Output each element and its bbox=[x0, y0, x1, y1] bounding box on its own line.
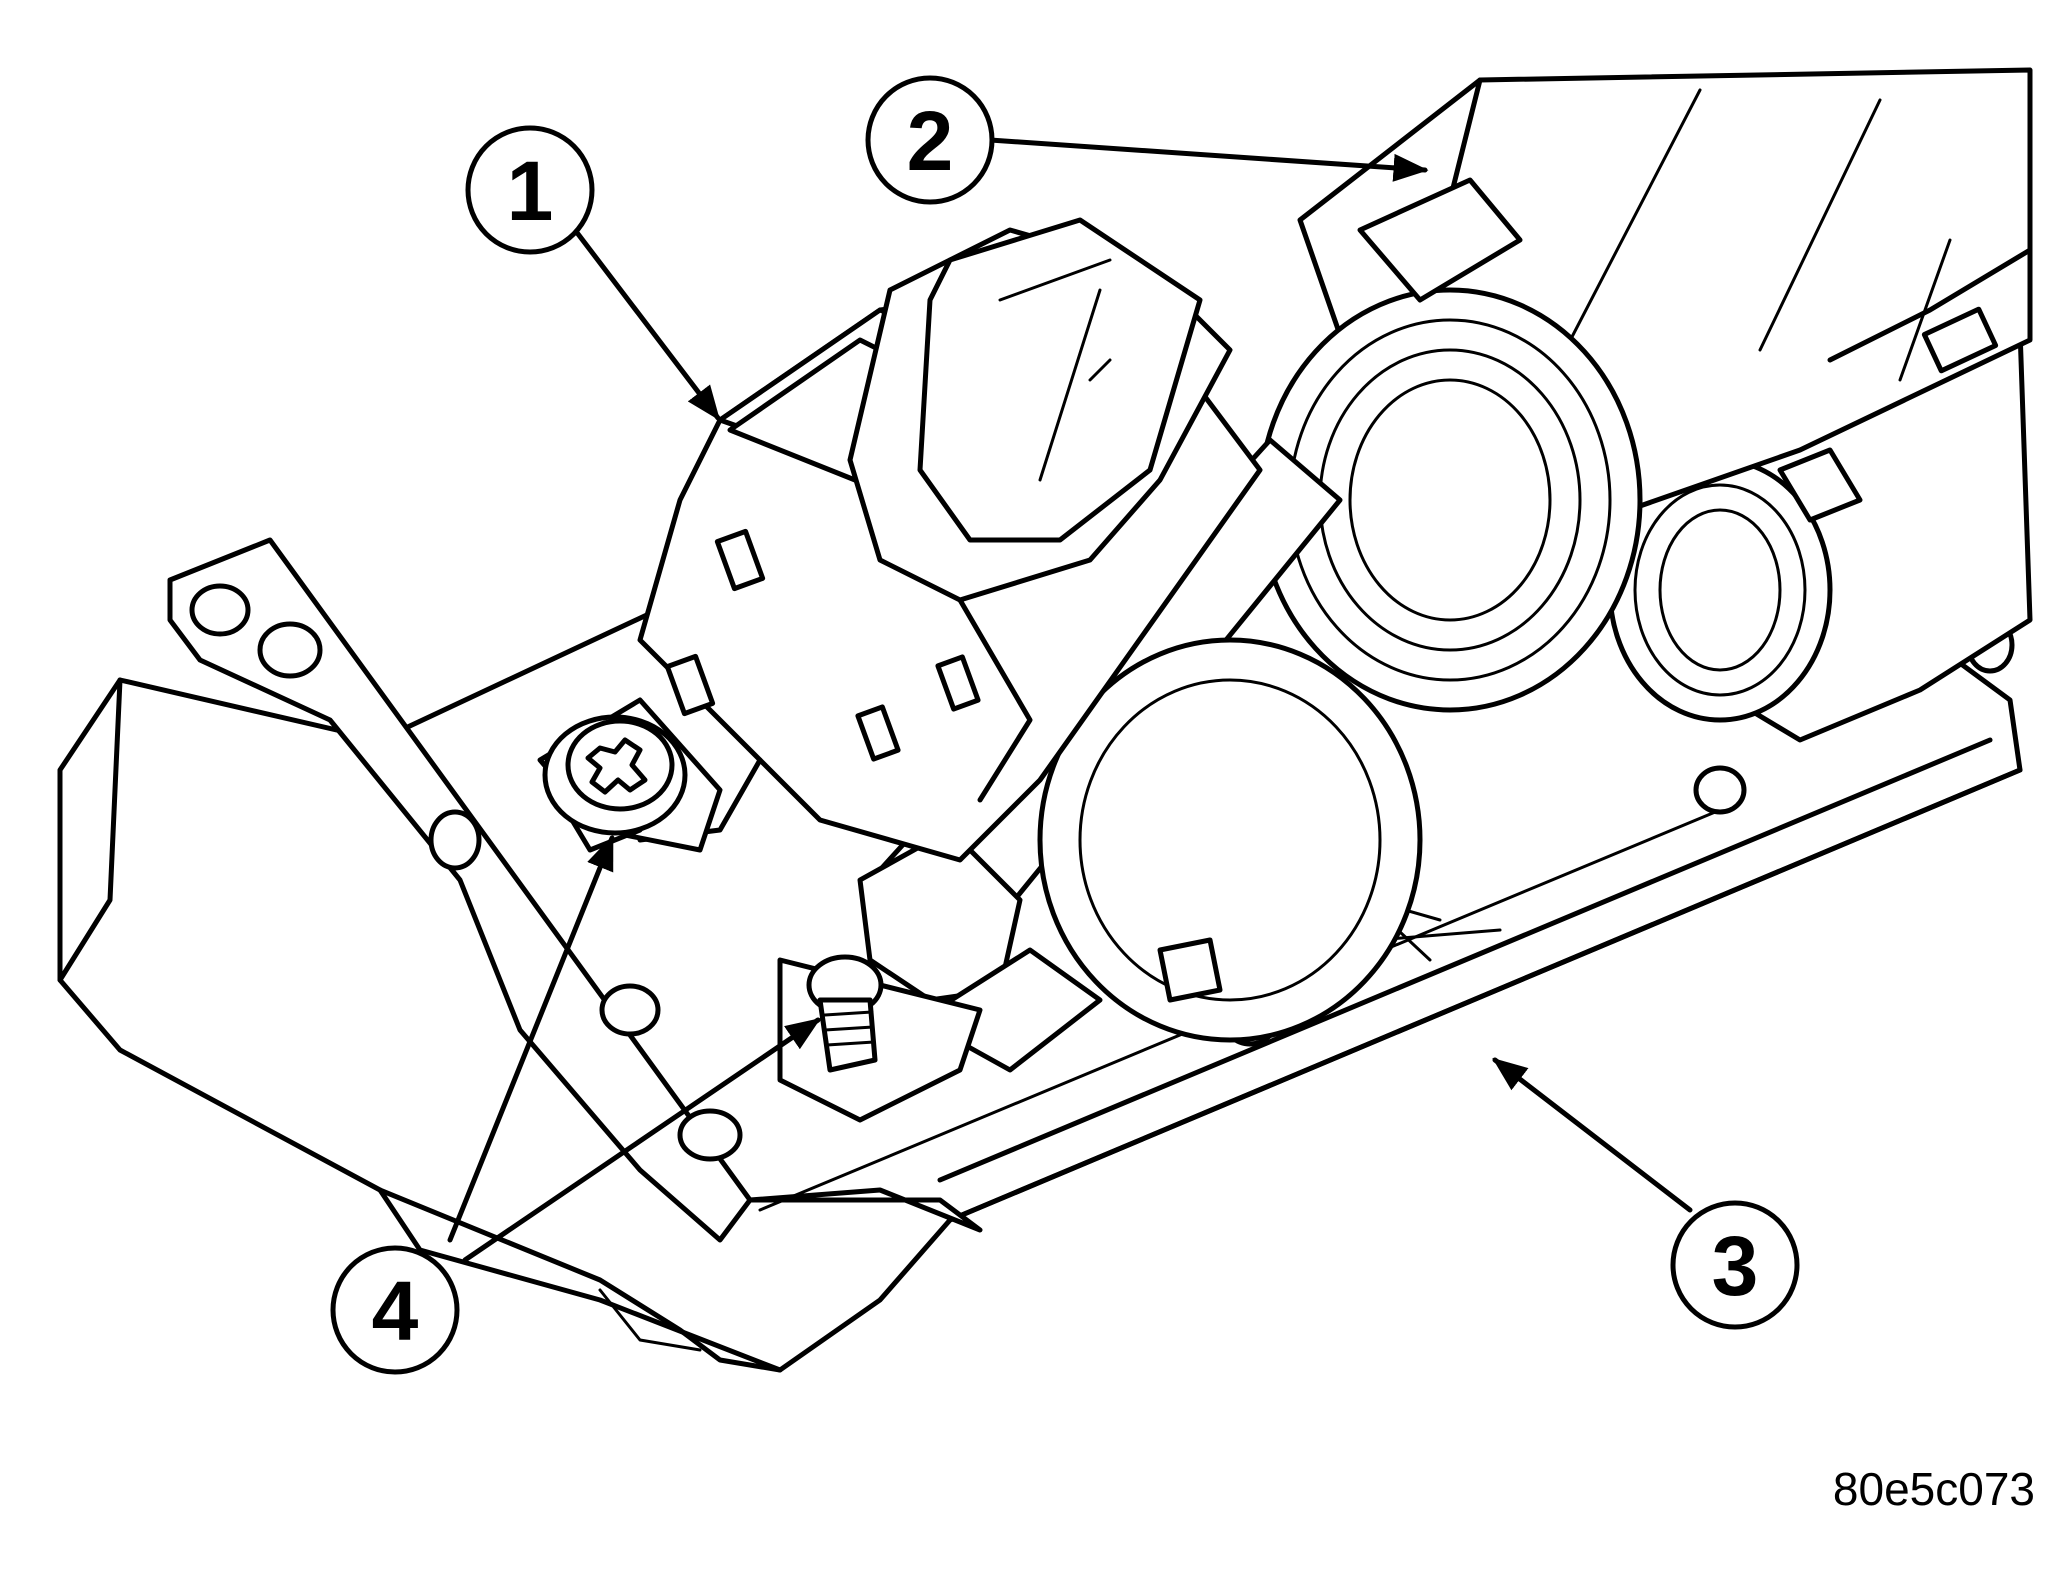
callout-2-label: 2 bbox=[907, 94, 954, 188]
arrow-callout-4a bbox=[447, 834, 615, 1243]
figure-id: 80e5c073 bbox=[1833, 1463, 2035, 1515]
callout-1-label: 1 bbox=[507, 144, 554, 238]
arrow-callout-3 bbox=[1492, 1057, 1693, 1213]
mounting-screw-right bbox=[777, 937, 1223, 1123]
bracket-hole bbox=[257, 621, 323, 679]
bracket-hole bbox=[189, 583, 251, 637]
ignition-coil-pack bbox=[1257, 67, 2033, 713]
arrow-callout-4b bbox=[462, 1017, 821, 1263]
spark-plug-boots bbox=[1607, 327, 2033, 743]
bracket-hole bbox=[428, 809, 482, 871]
mounting-screw-left bbox=[542, 714, 688, 836]
bracket-hole bbox=[677, 1108, 743, 1162]
callout-4: 4 bbox=[330, 1245, 460, 1375]
callout-4-label: 4 bbox=[372, 1264, 419, 1358]
arrow-callout-1 bbox=[572, 227, 721, 421]
leader-arrows bbox=[447, 137, 1693, 1263]
electrical-connector bbox=[847, 217, 1233, 603]
arrow-callout-2 bbox=[987, 137, 1429, 182]
callout-3: 3 bbox=[1670, 1200, 1800, 1330]
bracket-hole bbox=[599, 983, 661, 1037]
callout-1: 1 bbox=[465, 125, 595, 255]
callout-2: 2 bbox=[865, 75, 995, 205]
callout-3-label: 3 bbox=[1712, 1219, 1759, 1313]
bracket-hole bbox=[1693, 765, 1747, 815]
